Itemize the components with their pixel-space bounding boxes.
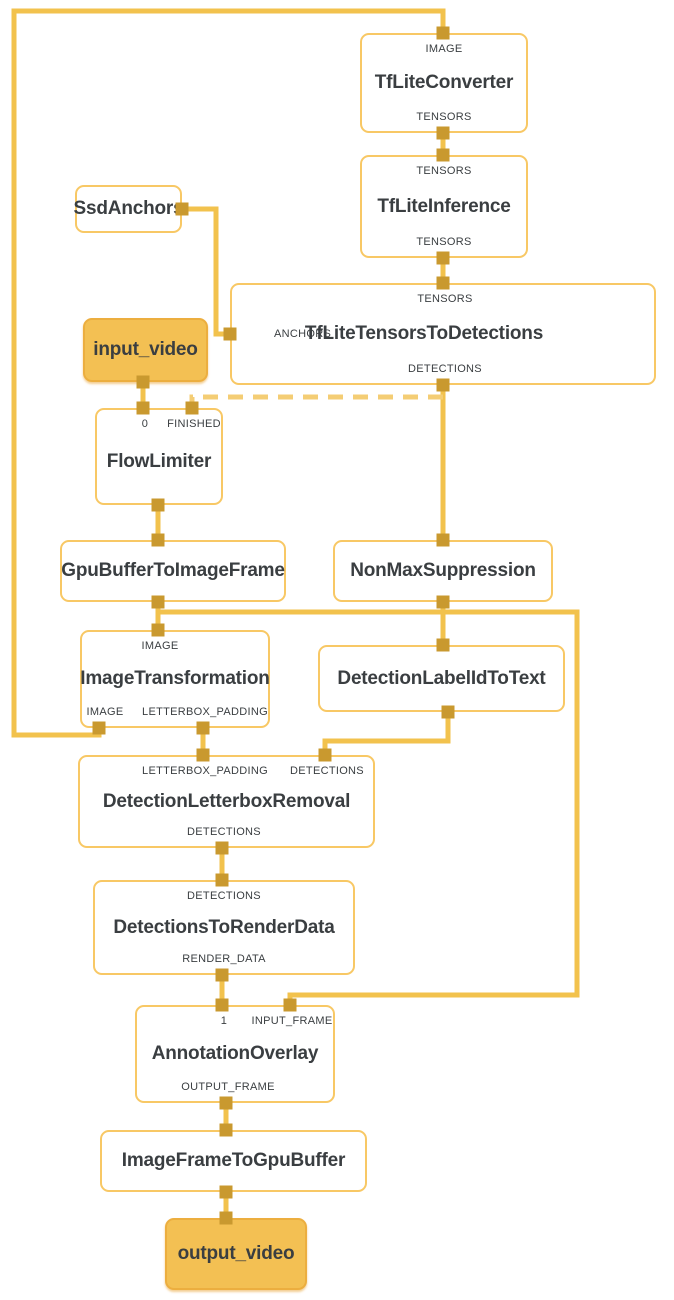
node-annotation-overlay[interactable]: 1 INPUT_FRAME AnnotationOverlay OUTPUT_F… bbox=[135, 1005, 335, 1103]
port-label-detections-in: DETECTIONS bbox=[290, 765, 364, 777]
edge-labelidtotext-to-letterboxremoval bbox=[322, 712, 451, 755]
node-title: TfLiteConverter bbox=[374, 72, 514, 93]
node-title: NonMaxSuppression bbox=[350, 560, 536, 581]
node-title: DetectionLabelIdToText bbox=[337, 667, 546, 689]
port-label-detections-out: DETECTIONS bbox=[187, 826, 261, 838]
node-title: TfLiteTensorsToDetections bbox=[304, 323, 544, 344]
port-label-1-in: 1 bbox=[220, 1015, 228, 1027]
node-title: ImageTransformation bbox=[80, 668, 270, 689]
port-label-finished-in: FINISHED bbox=[167, 418, 221, 430]
node-non-max-suppression[interactable]: NonMaxSuppression bbox=[333, 540, 553, 602]
node-detections-to-render-data[interactable]: DETECTIONS DetectionsToRenderData RENDER… bbox=[93, 880, 355, 975]
node-image-transformation[interactable]: IMAGE ImageTransformation IMAGE LETTERBO… bbox=[80, 630, 270, 728]
node-title: DetectionsToRenderData bbox=[113, 916, 335, 938]
port-label-image-out: IMAGE bbox=[86, 706, 124, 718]
port-label-tensors-out: TENSORS bbox=[416, 111, 472, 123]
node-gpu-buffer-to-image-frame[interactable]: GpuBufferToImageFrame bbox=[60, 540, 286, 602]
port-label-output-frame-out: OUTPUT_FRAME bbox=[181, 1081, 275, 1093]
node-title: ImageFrameToGpuBuffer bbox=[121, 1150, 346, 1171]
node-title: output_video bbox=[177, 1243, 295, 1264]
port-label-render-data-out: RENDER_DATA bbox=[182, 953, 266, 965]
edge-detections-to-flowlimiter-finished bbox=[189, 394, 443, 405]
node-tflite-converter[interactable]: IMAGE TfLiteConverter TENSORS bbox=[360, 33, 528, 133]
port-label-tensors-in: TENSORS bbox=[417, 293, 473, 305]
port-label-tensors-in: TENSORS bbox=[416, 165, 472, 177]
port-label-detections-in: DETECTIONS bbox=[187, 890, 261, 902]
port-label-input-frame-in: INPUT_FRAME bbox=[251, 1015, 333, 1027]
node-input-video[interactable]: input_video bbox=[83, 318, 208, 382]
node-image-frame-to-gpu-buffer[interactable]: ImageFrameToGpuBuffer bbox=[100, 1130, 367, 1192]
node-title: GpuBufferToImageFrame bbox=[61, 560, 285, 581]
node-ssd-anchors[interactable]: SsdAnchors bbox=[73, 185, 184, 233]
node-title: input_video bbox=[93, 339, 198, 360]
port-label-image-in: IMAGE bbox=[425, 43, 463, 55]
node-title: SsdAnchors bbox=[73, 198, 184, 219]
port-label-image-in: IMAGE bbox=[141, 640, 179, 652]
node-detection-label-id-to-text[interactable]: DetectionLabelIdToText bbox=[318, 645, 565, 712]
node-title: FlowLimiter bbox=[106, 451, 212, 473]
node-detection-letterbox-removal[interactable]: LETTERBOX_PADDING DETECTIONS DetectionLe… bbox=[78, 755, 375, 848]
edge-ssdanchors-to-anchors bbox=[182, 206, 230, 337]
node-tflite-inference[interactable]: TENSORS TfLiteInference TENSORS bbox=[360, 155, 528, 258]
port-label-tensors-out: TENSORS bbox=[416, 236, 472, 248]
port-label-letterbox-padding-in: LETTERBOX_PADDING bbox=[142, 765, 268, 777]
port-label-letterbox-padding-out: LETTERBOX_PADDING bbox=[142, 706, 268, 718]
node-output-video[interactable]: output_video bbox=[165, 1218, 307, 1290]
node-title: AnnotationOverlay bbox=[151, 1043, 319, 1064]
port-label-0-in: 0 bbox=[141, 418, 149, 430]
node-tflite-tensors-to-detections[interactable]: TENSORS ANCHORS TfLiteTensorsToDetection… bbox=[230, 283, 656, 385]
node-title: TfLiteInference bbox=[377, 195, 511, 217]
node-title: DetectionLetterboxRemoval bbox=[102, 790, 351, 812]
node-flow-limiter[interactable]: 0 FINISHED FlowLimiter bbox=[95, 408, 223, 505]
port-label-detections-out: DETECTIONS bbox=[408, 363, 482, 375]
